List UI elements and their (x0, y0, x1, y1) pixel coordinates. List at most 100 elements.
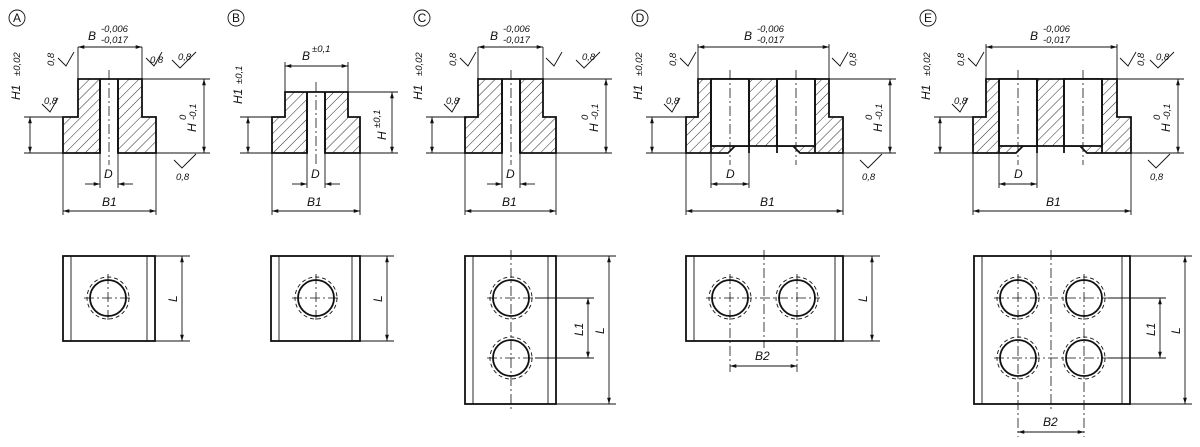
svg-text:0,8: 0,8 (848, 52, 859, 66)
svg-text:B: B (1030, 29, 1038, 43)
svg-text:0,8: 0,8 (582, 52, 596, 63)
b-label: B (88, 29, 96, 43)
svg-text:L: L (371, 295, 385, 302)
svg-text:H1: H1 (631, 85, 645, 100)
svg-text:E: E (924, 11, 932, 25)
svg-text:B2: B2 (755, 349, 770, 363)
svg-text:±0,1: ±0,1 (372, 110, 383, 128)
variant-c: C B -0,006 -0,017 H1 ±0,02 H 0 -0,1 (411, 9, 616, 410)
svg-text:A: A (13, 11, 21, 25)
svg-text:±0,02: ±0,02 (922, 52, 933, 76)
svg-text:H: H (587, 123, 601, 132)
svg-text:B: B (302, 49, 310, 63)
svg-text:0: 0 (580, 114, 591, 120)
plan-view: L (270, 255, 394, 342)
section-view: B -0,006 -0,017 H1 ±0,02 H 0 -0,1 D B1 0… (919, 24, 1184, 215)
svg-text:D: D (104, 167, 113, 181)
variant-d: D B -0,006 -0,017 H1 ±0,02 H (631, 9, 896, 372)
svg-text:D: D (311, 167, 320, 181)
svg-text:B1: B1 (760, 195, 775, 209)
svg-text:0: 0 (864, 114, 875, 120)
plan-view: L (62, 255, 190, 342)
svg-text:0,8: 0,8 (1150, 172, 1164, 183)
svg-text:-0,017: -0,017 (101, 35, 129, 46)
svg-text:0,8: 0,8 (446, 96, 460, 107)
svg-text:H: H (1159, 123, 1173, 132)
svg-text:L: L (166, 295, 180, 302)
svg-text:H: H (375, 131, 389, 140)
svg-text:H1: H1 (411, 85, 425, 100)
svg-text:-0,1: -0,1 (1162, 104, 1173, 120)
svg-text:B1: B1 (502, 195, 517, 209)
svg-text:0,8: 0,8 (1136, 52, 1147, 66)
svg-text:-0,006: -0,006 (101, 24, 129, 35)
svg-text:0,8: 0,8 (666, 96, 680, 107)
svg-text:D: D (726, 167, 735, 181)
svg-text:D: D (1014, 167, 1023, 181)
svg-text:0,8: 0,8 (178, 52, 192, 63)
svg-text:B: B (490, 29, 498, 43)
svg-text:-0,1: -0,1 (874, 104, 885, 120)
svg-text:±0,1: ±0,1 (312, 44, 330, 55)
svg-text:L1: L1 (1144, 323, 1158, 336)
svg-text:0,8: 0,8 (176, 172, 190, 183)
svg-text:B: B (232, 11, 240, 25)
svg-text:0,8: 0,8 (954, 96, 968, 107)
svg-text:0: 0 (178, 114, 189, 120)
svg-text:0,8: 0,8 (862, 172, 876, 183)
svg-text:B: B (744, 29, 752, 43)
svg-text:L: L (593, 327, 607, 334)
variant-label: E (919, 9, 937, 27)
svg-text:D: D (506, 167, 515, 181)
svg-text:H1: H1 (9, 85, 23, 100)
svg-text:0: 0 (1152, 114, 1163, 120)
svg-text:-0,006: -0,006 (503, 24, 531, 35)
svg-text:B1: B1 (307, 195, 322, 209)
svg-text:0,8: 0,8 (150, 55, 164, 66)
section-view: B -0,006 -0,017 H1 ±0,02 H 0 -0,1 D B1 0… (411, 24, 612, 215)
variant-label: C (413, 9, 431, 27)
svg-text:-0,1: -0,1 (590, 104, 601, 120)
svg-text:0,8: 0,8 (448, 52, 459, 66)
svg-text:-0,006: -0,006 (757, 24, 785, 35)
svg-text:H1: H1 (919, 85, 933, 100)
section-view: B -0,006 -0,017 H1 ±0,02 H 0 -0,1 D B1 0… (631, 24, 896, 215)
svg-text:0,8: 0,8 (668, 52, 679, 66)
variant-label: A (8, 9, 26, 27)
variant-a: A B -0,006 -0,017 H1 ±0,02 H 0 (8, 9, 210, 342)
svg-text:H: H (871, 123, 885, 132)
svg-text:L1: L1 (572, 323, 586, 336)
svg-text:B1: B1 (102, 195, 117, 209)
svg-text:L: L (1169, 327, 1183, 334)
svg-text:-0,017: -0,017 (503, 35, 531, 46)
svg-text:H1: H1 (231, 89, 245, 104)
svg-text:B2: B2 (1043, 415, 1058, 429)
svg-text:0,8: 0,8 (44, 96, 58, 107)
svg-text:±0,02: ±0,02 (414, 52, 425, 76)
plan-view: B2 L (685, 250, 880, 372)
svg-text:C: C (418, 11, 427, 25)
variant-label: D (631, 9, 649, 27)
svg-text:0,8: 0,8 (956, 52, 967, 66)
svg-text:±0,02: ±0,02 (12, 52, 23, 76)
plan-view: B2 L1 L (973, 250, 1192, 437)
svg-text:B1: B1 (1046, 195, 1061, 209)
svg-text:D: D (636, 11, 645, 25)
svg-text:0,8: 0,8 (46, 52, 57, 66)
section-view: B -0,006 -0,017 H1 ±0,02 H 0 -0,1 D (9, 24, 210, 215)
variant-label: B (227, 9, 245, 27)
svg-text:L: L (856, 295, 870, 302)
svg-text:-0,1: -0,1 (188, 104, 199, 120)
svg-text:-0,017: -0,017 (1043, 35, 1071, 46)
svg-text:H: H (185, 123, 199, 132)
svg-text:-0,017: -0,017 (757, 35, 785, 46)
svg-text:±0,02: ±0,02 (634, 52, 645, 76)
variant-b: B B ±0,1 H1 ±0,1 H ±0,1 D (227, 9, 398, 342)
svg-text:-0,006: -0,006 (1043, 24, 1071, 35)
plan-view: L1 L (464, 250, 616, 410)
variant-e: E B -0,006 -0,017 H1 ±0,02 H (919, 9, 1192, 437)
svg-text:±0,1: ±0,1 (234, 66, 245, 84)
svg-text:0,8: 0,8 (1156, 52, 1170, 63)
section-view: B ±0,1 H1 ±0,1 H ±0,1 D B1 (231, 44, 398, 215)
